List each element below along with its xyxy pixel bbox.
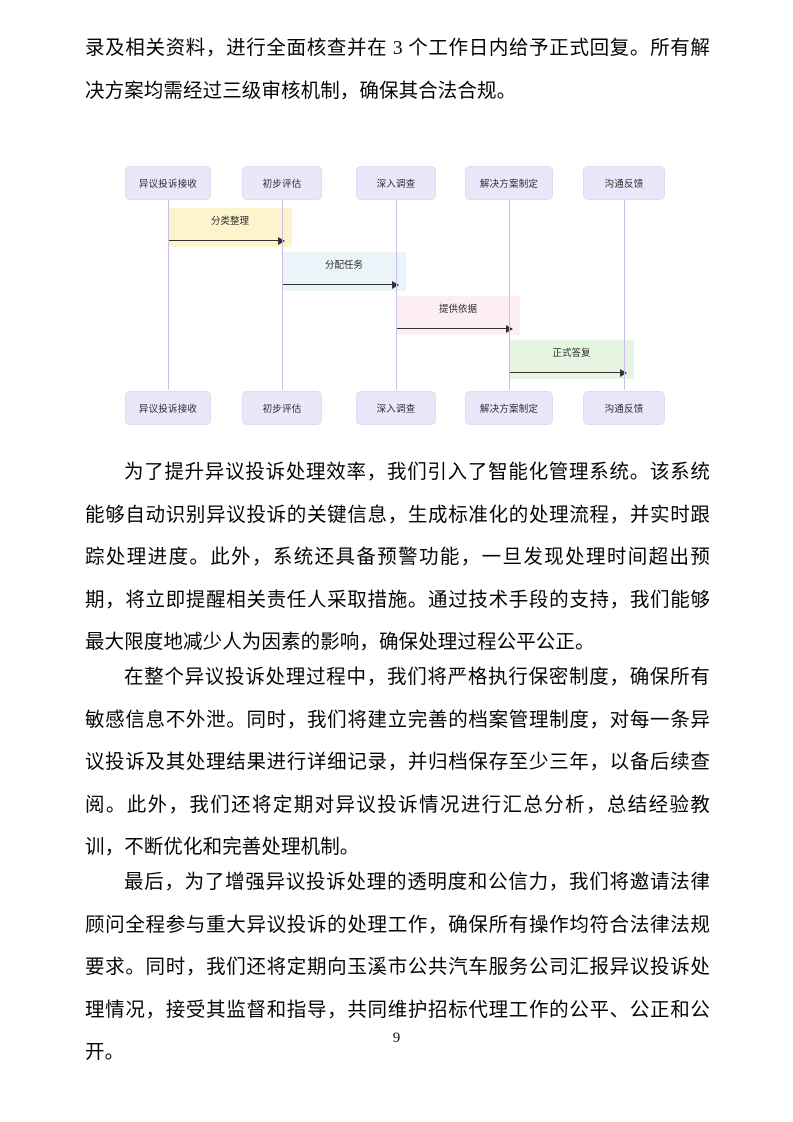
participant-box-top: 深入调查 — [356, 166, 436, 200]
lifeline — [282, 200, 283, 390]
participant-box-top: 初步评估 — [242, 166, 322, 200]
paragraph-2: 在整个异议投诉处理过程中，我们将严格执行保密制度，确保所有敏感信息不外泄。同时，… — [85, 667, 710, 859]
paragraph-block-3: 最后，为了增强异议投诉处理的透明度和公信力，我们将邀请法律顾问全程参与重大异议投… — [85, 862, 710, 1075]
sequence-message: 分配任务 — [282, 252, 406, 291]
participant-box-bottom: 沟通反馈 — [583, 391, 665, 425]
sequence-message: 提供依据 — [396, 296, 520, 335]
lifeline — [624, 200, 625, 390]
message-arrow-icon — [168, 236, 285, 245]
paragraph-1: 为了提升异议投诉处理效率，我们引入了智能化管理系统。该系统能够自动识别异议投诉的… — [85, 462, 710, 654]
participant-box-bottom: 异议投诉接收 — [125, 391, 211, 425]
sequence-message: 分类整理 — [168, 208, 292, 247]
message-label: 分类整理 — [210, 216, 249, 227]
paragraph-block-top: 录及相关资料，进行全面核查并在 3 个工作日内给予正式回复。所有解决方案均需经过… — [85, 28, 710, 113]
sequence-message: 正式答复 — [509, 340, 634, 379]
paragraph-top: 录及相关资料，进行全面核查并在 3 个工作日内给予正式回复。所有解决方案均需经过… — [85, 38, 710, 102]
participant-box-top: 沟通反馈 — [583, 166, 665, 200]
paragraph-3: 最后，为了增强异议投诉处理的透明度和公信力，我们将邀请法律顾问全程参与重大异议投… — [85, 872, 710, 1064]
message-label: 提供依据 — [438, 304, 477, 315]
message-arrow-icon — [396, 324, 513, 333]
message-label: 正式答复 — [552, 348, 591, 359]
participant-box-bottom: 初步评估 — [242, 391, 322, 425]
participant-box-top: 解决方案制定 — [465, 166, 553, 200]
sequence-diagram: 分类整理分配任务提供依据正式答复异议投诉接收初步评估深入调查解决方案制定沟通反馈… — [110, 160, 690, 430]
message-arrow-icon — [282, 280, 399, 289]
page-number: 9 — [392, 1030, 401, 1046]
paragraph-block-2: 在整个异议投诉处理过程中，我们将严格执行保密制度，确保所有敏感信息不外泄。同时，… — [85, 657, 710, 870]
lifeline — [396, 200, 397, 390]
lifeline — [168, 200, 169, 390]
participant-box-bottom: 解决方案制定 — [465, 391, 553, 425]
paragraph-block-1: 为了提升异议投诉处理效率，我们引入了智能化管理系统。该系统能够自动识别异议投诉的… — [85, 452, 710, 665]
participant-box-top: 异议投诉接收 — [125, 166, 211, 200]
message-arrow-icon — [509, 368, 627, 377]
participant-box-bottom: 深入调查 — [356, 391, 436, 425]
message-label: 分配任务 — [324, 260, 363, 271]
lifeline — [509, 200, 510, 390]
